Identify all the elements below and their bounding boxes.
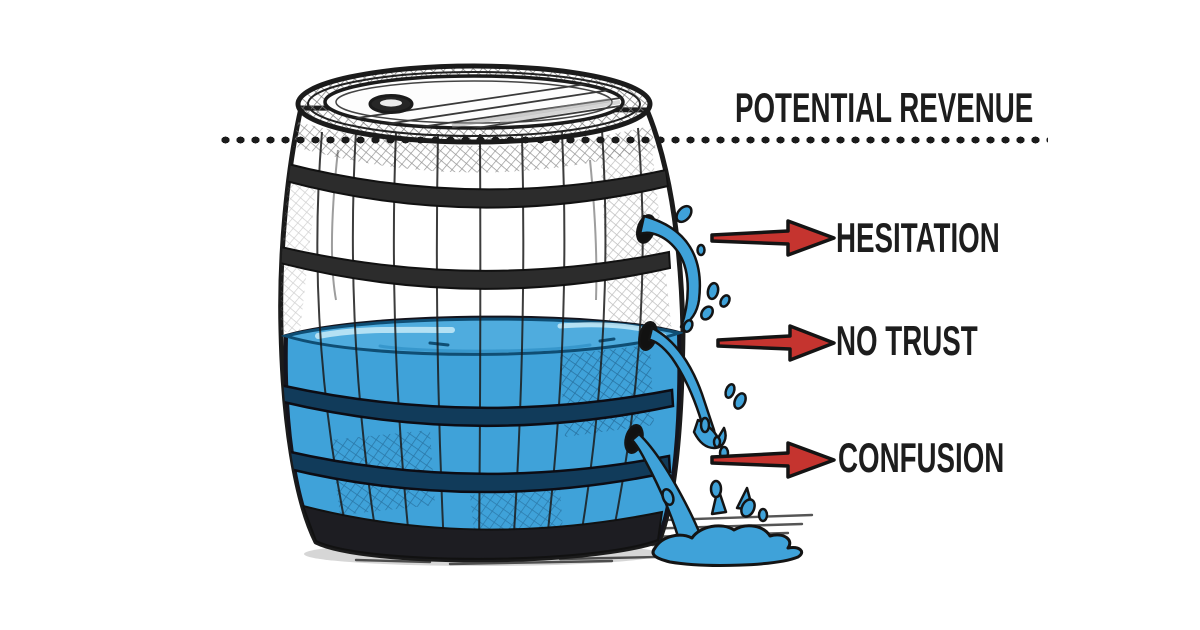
barrel-lid (295, 63, 653, 145)
leak-stream-confusion (624, 416, 804, 567)
leak-label-hesitation: HESITATION (836, 214, 1000, 261)
leak-arrows (710, 219, 836, 479)
barrel-hoops (280, 161, 675, 560)
puddle (651, 524, 804, 567)
arrow-confusion-icon (710, 441, 836, 479)
leak-stream-hesitation (635, 204, 731, 329)
leak-streams (624, 204, 804, 567)
arrow-no-trust-icon (716, 324, 836, 362)
potential-revenue-label: POTENTIAL REVENUE (735, 84, 1034, 131)
arrow-hesitation-icon (710, 219, 836, 257)
leak-label-no-trust: NO TRUST (836, 317, 978, 364)
bung-hole (368, 94, 414, 114)
revenue-threshold-line (218, 134, 1048, 146)
leak-label-confusion: CONFUSION (838, 434, 1005, 481)
